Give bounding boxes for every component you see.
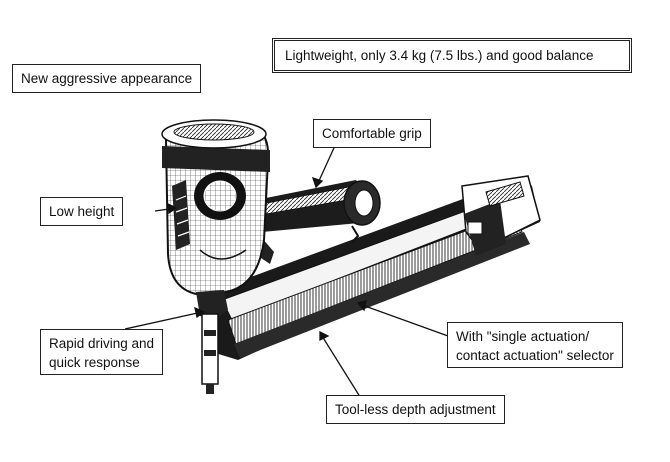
callout-rapid-line2: quick response (49, 355, 140, 370)
leader-lines (124, 138, 449, 401)
callout-rapid-line1: Rapid driving and (49, 336, 155, 351)
callout-depth: Tool-less depth adjustment (326, 395, 505, 424)
callout-low-height: Low height (40, 197, 124, 226)
callout-grip: Comfortable grip (313, 119, 431, 148)
magazine-end (461, 175, 541, 256)
motor-head (161, 119, 270, 296)
grip-handle (256, 180, 381, 243)
callout-appearance: New aggressive appearance (12, 64, 202, 93)
callout-selector: With "single actuation/ contact actuatio… (447, 322, 623, 368)
callout-rapid-driving: Rapid driving and quick response (40, 329, 164, 375)
magazine (210, 178, 540, 360)
callout-selector-line1: With "single actuation/ (456, 329, 590, 344)
callout-lightweight: Lightweight, only 3.4 kg (7.5 lbs.) and … (272, 38, 632, 73)
callout-selector-line2: contact actuation" selector (456, 348, 614, 363)
